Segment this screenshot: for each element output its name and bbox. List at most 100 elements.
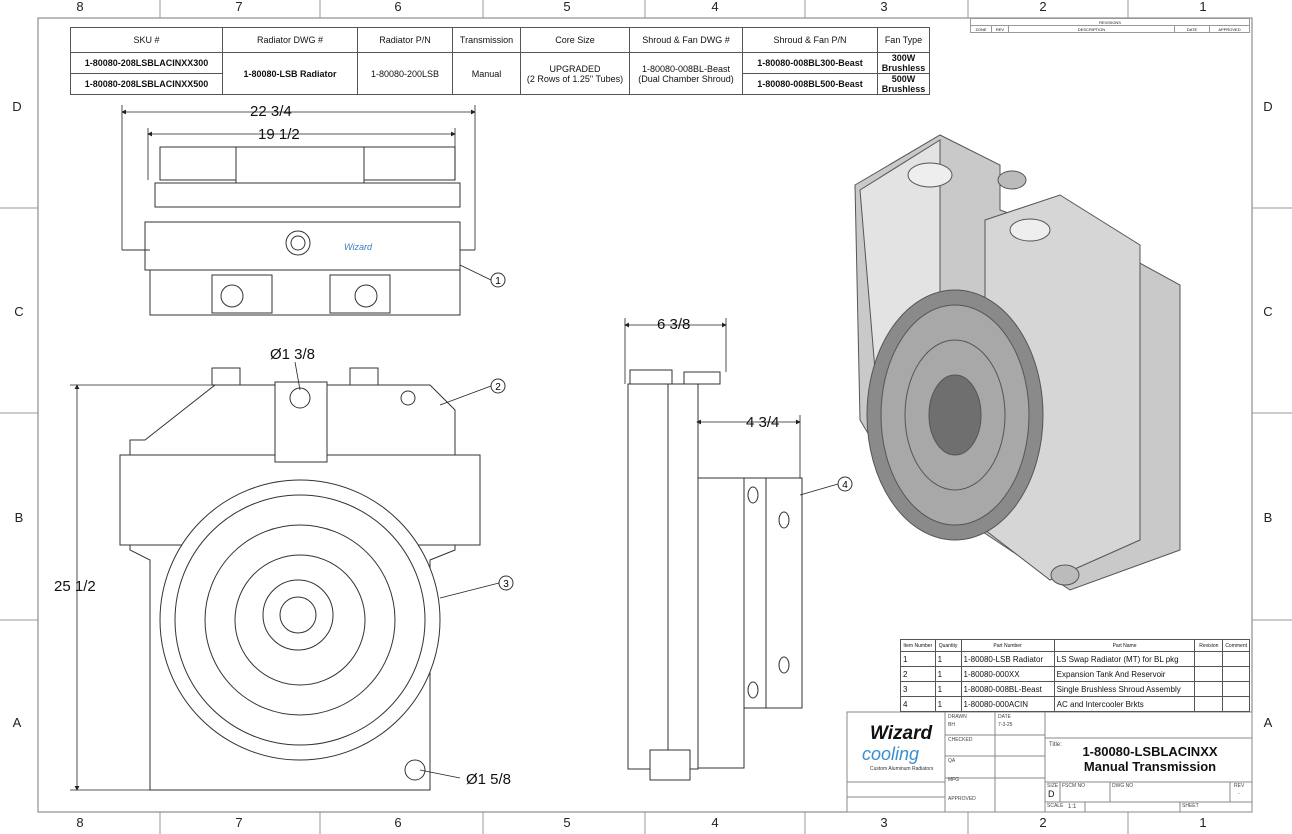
date-value: 7-3-25 bbox=[998, 722, 1013, 728]
sku-header: Core Size bbox=[520, 27, 630, 53]
sku-header: Shroud & Fan P/N bbox=[742, 27, 878, 53]
radiator-dwg-cell: 1-80080-LSB Radiator bbox=[222, 52, 358, 95]
radiator-pn-cell: 1-80080-200LSB bbox=[357, 52, 453, 95]
table-row: 1-80080-208LSBLACINXX300 1-80080-LSB Rad… bbox=[70, 52, 930, 95]
revisions-table: REVISIONS ZONE REV DESCRIPTION DATE APPR… bbox=[970, 18, 1250, 33]
drawn-value: BH bbox=[948, 722, 955, 728]
fan-type-cell: 500W Brushless bbox=[877, 73, 930, 95]
quantity: 1 bbox=[934, 666, 962, 682]
item-number: 3 bbox=[900, 681, 936, 697]
rev-label: REV bbox=[1234, 783, 1245, 789]
balloon-1: 1 bbox=[495, 276, 501, 287]
front-view bbox=[119, 367, 481, 791]
quantity: 1 bbox=[934, 651, 962, 667]
zone-col: 6 bbox=[394, 815, 401, 830]
zone-col: 8 bbox=[76, 0, 83, 14]
qa-label: QA bbox=[948, 758, 956, 764]
date-label: DATE bbox=[998, 714, 1011, 720]
parts-header: Item Number bbox=[900, 639, 936, 652]
sku-header: Fan Type bbox=[877, 27, 930, 53]
part-number: 1-80080-000XX bbox=[960, 666, 1055, 682]
zone-col: 7 bbox=[235, 815, 242, 830]
top-view: Wizard bbox=[122, 146, 475, 316]
zone-col: 2 bbox=[1039, 815, 1046, 830]
drawing-title: 1-80080-LSBLACINXX Manual Transmission bbox=[1060, 744, 1240, 774]
title-line-1: 1-80080-LSBLACINXX bbox=[1082, 744, 1218, 759]
revision bbox=[1194, 696, 1224, 712]
dim-inlet-dia: Ø1 3/8 bbox=[270, 346, 315, 363]
balloon-4: 4 bbox=[842, 480, 848, 491]
sku-header: Shroud & Fan DWG # bbox=[629, 27, 743, 53]
shroud-pn-cell: 1-80080-008BL300-Beast bbox=[742, 52, 878, 74]
transmission-cell: Manual bbox=[452, 52, 521, 95]
zone-col: 7 bbox=[235, 0, 242, 14]
sku-table: SKU # Radiator DWG # Radiator P/N Transm… bbox=[70, 27, 930, 95]
fan-type-cell: 300W Brushless bbox=[877, 52, 930, 74]
zone-row: B bbox=[1264, 510, 1273, 525]
zone-col: 4 bbox=[711, 815, 718, 830]
balloon-2: 2 bbox=[495, 382, 501, 393]
shroud-dwg-cell: 1-80080-008BL-Beast(Dual Chamber Shroud) bbox=[629, 52, 743, 95]
zone-row: C bbox=[14, 304, 23, 319]
logo-tagline: Custom Aluminum Radiators bbox=[870, 766, 934, 772]
sku-cell: 1-80080-208LSBLACINXX300 bbox=[70, 52, 223, 74]
shroud-pn-cell: 1-80080-008BL500-Beast bbox=[742, 73, 878, 95]
parts-header: Part Name bbox=[1053, 639, 1196, 652]
sku-header: Transmission bbox=[452, 27, 521, 53]
zone-row: B bbox=[15, 510, 24, 525]
svg-text:Wizard: Wizard bbox=[870, 723, 933, 744]
zone-col: 5 bbox=[563, 815, 570, 830]
quantity: 1 bbox=[934, 681, 962, 697]
parts-header: Part Number bbox=[960, 639, 1055, 652]
revision bbox=[1194, 666, 1224, 682]
side-view bbox=[627, 369, 803, 781]
mfg-label: MFG bbox=[948, 777, 960, 783]
zone-col: 2 bbox=[1039, 0, 1046, 14]
size-label: SIZE bbox=[1047, 783, 1059, 789]
rev-header: ZONE bbox=[970, 25, 992, 33]
dim-core-width: 19 1/2 bbox=[258, 126, 300, 143]
shroud-dwg-line: (Dual Chamber Shroud) bbox=[638, 73, 734, 84]
comment bbox=[1222, 651, 1250, 667]
item-number: 4 bbox=[900, 696, 936, 712]
dimension-labels: 22 3/4 19 1/2 Ø1 3/8 25 1/2 Ø1 5/8 6 3/8… bbox=[54, 103, 779, 788]
zone-col: 5 bbox=[563, 0, 570, 14]
quantity: 1 bbox=[934, 696, 962, 712]
zone-col: 4 bbox=[711, 0, 718, 14]
scale-label: SCALE bbox=[1047, 803, 1064, 809]
zone-row: A bbox=[1264, 715, 1273, 730]
core-size-line: UPGRADED bbox=[549, 63, 601, 74]
scale-value: 1:1 bbox=[1068, 804, 1077, 810]
sku-header: Radiator DWG # bbox=[222, 27, 358, 53]
zone-row: D bbox=[1263, 99, 1272, 114]
dim-fan-depth: 4 3/4 bbox=[746, 414, 779, 431]
zone-col: 1 bbox=[1199, 0, 1206, 14]
parts-header: Quantity bbox=[934, 639, 962, 652]
sku-cell: 1-80080-208LSBLACINXX500 bbox=[70, 73, 223, 95]
sku-header: Radiator P/N bbox=[357, 27, 453, 53]
revision bbox=[1194, 681, 1224, 697]
item-number: 2 bbox=[900, 666, 936, 682]
rev-value: - bbox=[1238, 791, 1240, 797]
balloons: 1 2 3 4 bbox=[490, 272, 853, 591]
balloon-3: 3 bbox=[503, 579, 509, 590]
revisions-title: REVISIONS bbox=[970, 18, 1250, 26]
zone-col: 1 bbox=[1199, 815, 1206, 830]
part-number: 1-80080-000ACIN bbox=[960, 696, 1055, 712]
checked-label: CHECKED bbox=[948, 737, 973, 743]
item-number: 1 bbox=[900, 651, 936, 667]
svg-text:Wizard: Wizard bbox=[344, 242, 373, 252]
part-number: 1-80080-008BL-Beast bbox=[960, 681, 1055, 697]
zone-row: A bbox=[13, 715, 22, 730]
dim-depth: 6 3/8 bbox=[657, 316, 690, 333]
zone-col: 3 bbox=[880, 815, 887, 830]
isometric-view bbox=[854, 134, 1181, 591]
part-name: AC and Intercooler Brkts bbox=[1053, 696, 1196, 712]
shroud-dwg-line: 1-80080-008BL-Beast bbox=[641, 63, 731, 74]
parts-header: Revision bbox=[1194, 639, 1224, 652]
